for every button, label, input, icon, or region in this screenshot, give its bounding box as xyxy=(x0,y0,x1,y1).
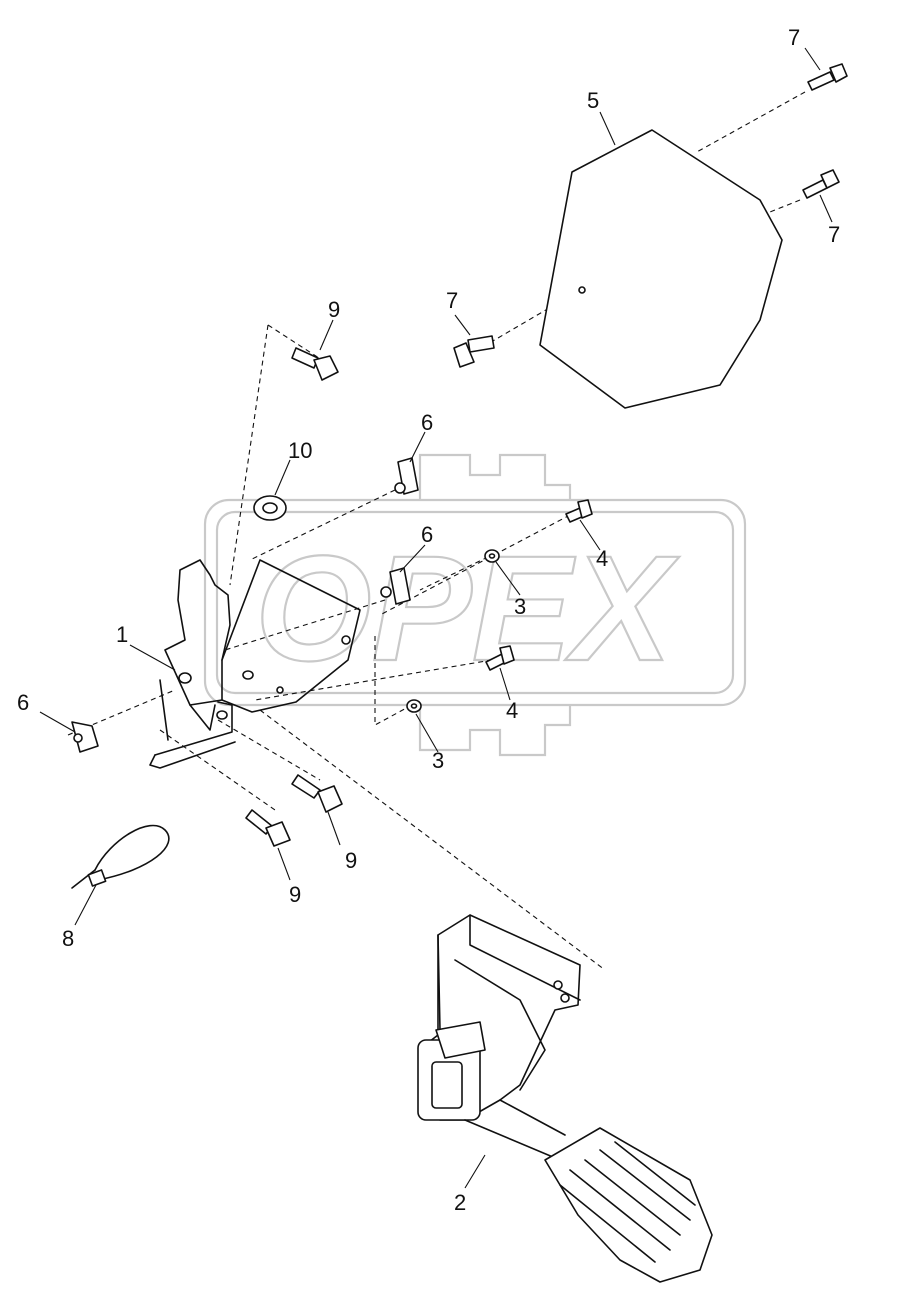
watermark-gear xyxy=(418,453,572,757)
leader-lines xyxy=(39,47,833,1189)
callout-6-left: 6 xyxy=(17,690,29,715)
callout-7-top: 7 xyxy=(788,25,800,50)
cable-tie xyxy=(71,824,170,889)
callout-1: 1 xyxy=(116,622,128,647)
callout-10: 10 xyxy=(288,438,312,463)
bolt-4-upper xyxy=(565,499,593,523)
callout-7-left: 7 xyxy=(446,288,458,313)
watermark-frame-inner xyxy=(215,510,735,695)
watermark-logo: OPEX xyxy=(203,453,747,757)
callout-7-right: 7 xyxy=(828,222,840,247)
bolt-4-lower xyxy=(485,645,515,671)
callout-8: 8 xyxy=(62,926,74,951)
callout-9-mid: 9 xyxy=(345,848,357,873)
flange-bolt-7-right xyxy=(802,169,840,199)
callout-5: 5 xyxy=(587,88,599,113)
callout-labels: 5 7 7 7 9 10 6 6 1 6 3 4 4 3 9 9 8 2 xyxy=(17,25,840,1215)
flange-bolt-7-left xyxy=(453,335,495,368)
callout-6-top: 6 xyxy=(421,410,433,435)
callout-3-lower: 3 xyxy=(432,748,444,773)
cover-hole xyxy=(578,286,586,294)
watermark-frame-outer xyxy=(203,498,747,707)
clip-nut-top xyxy=(394,457,419,495)
cover-plate xyxy=(539,129,783,409)
callout-9-top: 9 xyxy=(328,297,340,322)
flange-bolt-9-low xyxy=(245,809,291,847)
clip-nut-left xyxy=(71,721,99,753)
accelerator-pedal xyxy=(417,914,713,1283)
callout-9-low: 9 xyxy=(289,882,301,907)
mounting-bracket xyxy=(149,559,361,769)
flange-bolt-9-mid xyxy=(291,774,343,813)
callout-6-mid: 6 xyxy=(421,522,433,547)
callout-4-lower: 4 xyxy=(506,698,518,723)
callout-3-upper: 3 xyxy=(514,594,526,619)
washer-3-upper xyxy=(484,549,500,563)
flange-bolt-9-top xyxy=(291,347,339,381)
washer-3-lower xyxy=(406,699,422,713)
callout-2: 2 xyxy=(454,1190,466,1215)
grommet xyxy=(253,495,287,521)
watermark-text: OPEX xyxy=(255,524,680,692)
callout-4-upper: 4 xyxy=(596,546,608,571)
flange-bolt-7-top xyxy=(807,63,848,91)
clip-nut-mid xyxy=(380,567,411,605)
